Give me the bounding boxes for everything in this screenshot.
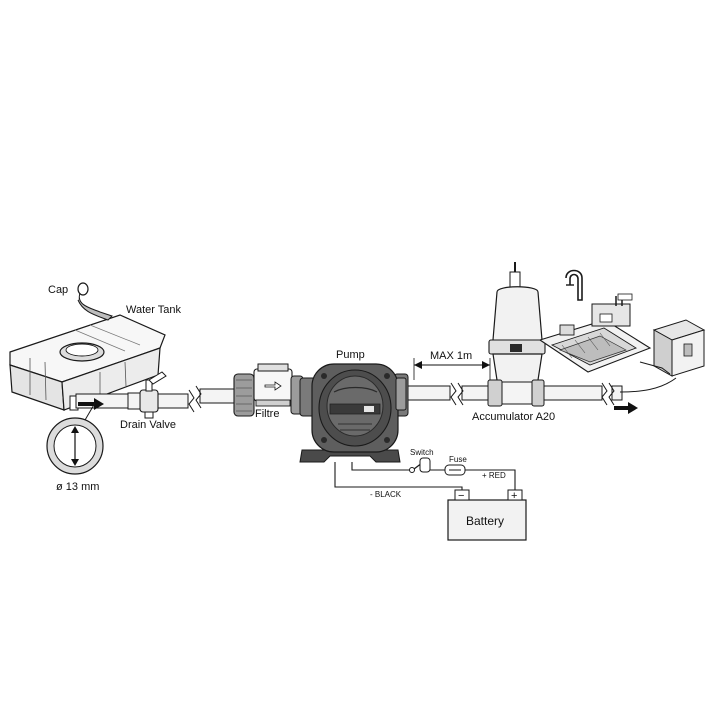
red-wire-label: + RED <box>482 471 506 480</box>
filter <box>233 363 304 417</box>
water-tank <box>9 314 166 411</box>
outlet-arrow <box>614 402 638 414</box>
cap <box>77 282 113 321</box>
pump-label: Pump <box>336 349 365 361</box>
accumulator <box>487 262 546 407</box>
fuse <box>444 464 466 476</box>
pipe-cross-section <box>46 402 104 475</box>
battery <box>447 489 527 541</box>
water-tank-label: Water Tank <box>126 304 182 316</box>
pump <box>299 363 409 463</box>
max-length-dimension <box>413 358 491 380</box>
filtre-label: Filtre <box>255 408 279 420</box>
switch <box>409 457 431 473</box>
drain-valve <box>127 371 167 419</box>
outlet-union <box>395 377 407 411</box>
switch-label: Switch <box>410 448 434 457</box>
drain-valve-label: Drain Valve <box>120 419 176 431</box>
cap-label: Cap <box>48 284 68 296</box>
diameter-label: ø 13 mm <box>56 481 99 493</box>
fuse-label: Fuse <box>449 455 467 464</box>
battery-label: Battery <box>466 514 504 528</box>
sink-unit <box>538 269 706 393</box>
max-length-label: MAX 1m <box>430 350 472 362</box>
accumulator-label: Accumulator A20 <box>472 411 555 423</box>
pipe-break-marks <box>188 382 615 413</box>
black-wire-label: - BLACK <box>370 490 402 499</box>
battery-negative-terminal: − <box>458 490 464 502</box>
inlet-arrow <box>78 398 104 410</box>
battery-positive-terminal: + <box>511 490 517 502</box>
